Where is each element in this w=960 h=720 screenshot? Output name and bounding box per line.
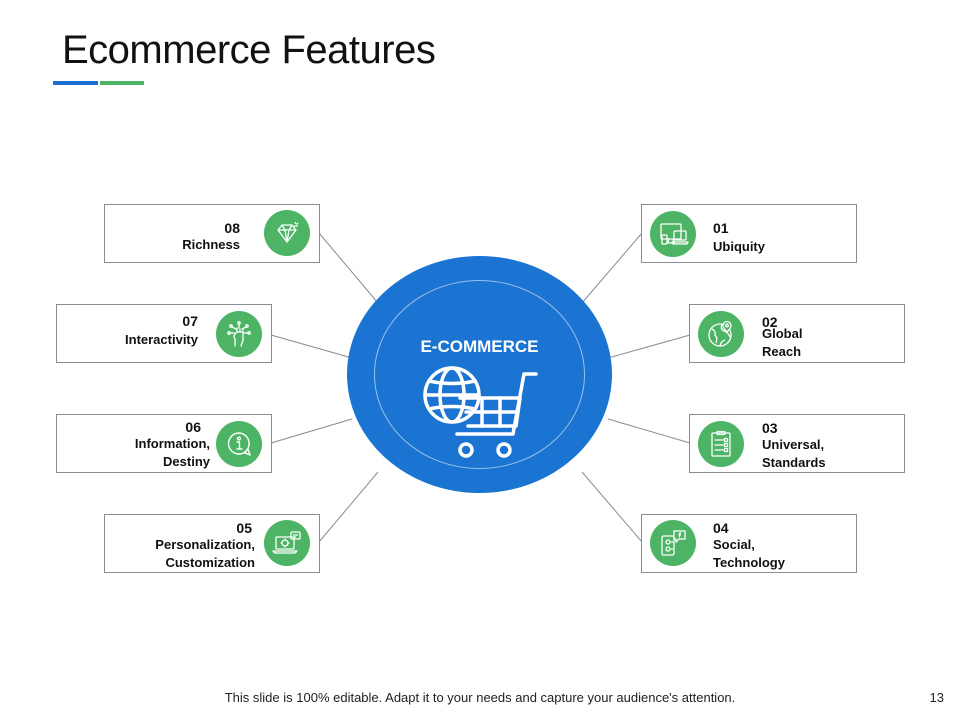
feature-number: 02 [762,314,778,330]
feature-box-information: 06 Information, Destiny [56,414,272,473]
info-bubble-icon [216,421,262,467]
connector-04 [581,471,643,543]
connector-07 [270,334,353,359]
hand-network-icon [216,311,262,357]
feature-box-social-technology: 04 Social, Technology [641,514,857,573]
feature-number: 06 [185,419,201,435]
diamond-icon [264,210,310,256]
feature-label: Interactivity [125,332,198,347]
social-icon [650,520,696,566]
feature-number: 05 [236,520,252,536]
feature-box-universal-standards: 03 Universal, Standards [689,414,905,473]
hub-label: E-COMMERCE [420,337,539,356]
feature-label-line1: Social, [713,537,755,552]
connector-05 [318,471,379,543]
feature-label-line1: Global [762,326,803,341]
connector-02 [607,334,691,359]
feature-label-line1: Universal, [762,437,825,452]
feature-number: 01 [713,220,729,236]
feature-label-line1: Information, [134,436,210,451]
title-underline-blue [53,81,98,85]
checklist-icon [698,421,744,467]
feature-box-ubiquity: 01 Ubiquity [641,204,857,263]
feature-number: 07 [182,313,198,329]
laptop-settings-icon [264,520,310,566]
feature-box-richness: 08 Richness [104,204,320,263]
footer-note: This slide is 100% editable. Adapt it to… [224,690,736,705]
feature-box-interactivity: 07 Interactivity [56,304,272,363]
title-underline-green [100,81,144,85]
connector-01 [581,232,643,304]
feature-label-line1: Personalization, [155,537,255,552]
connector-03 [607,418,691,444]
feature-box-global-reach: 02 Global Reach [689,304,905,363]
ecommerce-hub: E-COMMERCE [347,256,612,493]
feature-label-line2: Destiny [163,454,210,469]
connector-08 [318,232,379,304]
feature-number: 03 [762,420,778,436]
page-number: 13 [929,690,944,705]
feature-number: 08 [224,220,240,236]
feature-label-line2: Reach [762,344,802,359]
globe-cart-icon [423,366,538,458]
connector-06 [270,418,353,444]
feature-label: Richness [182,237,240,252]
feature-number: 04 [713,520,729,536]
slide-title: Ecommerce Features [62,28,436,72]
feature-label-line2: Standards [762,455,826,470]
devices-icon [650,211,696,257]
feature-label: Ubiquity [713,239,765,254]
feature-label-line2: Technology [713,555,785,570]
hub-inner-ring [374,280,585,469]
feature-box-personalization: 05 Personalization, Customization [104,514,320,573]
feature-label-line2: Customization [165,555,255,570]
globe-pin-icon [698,311,744,357]
